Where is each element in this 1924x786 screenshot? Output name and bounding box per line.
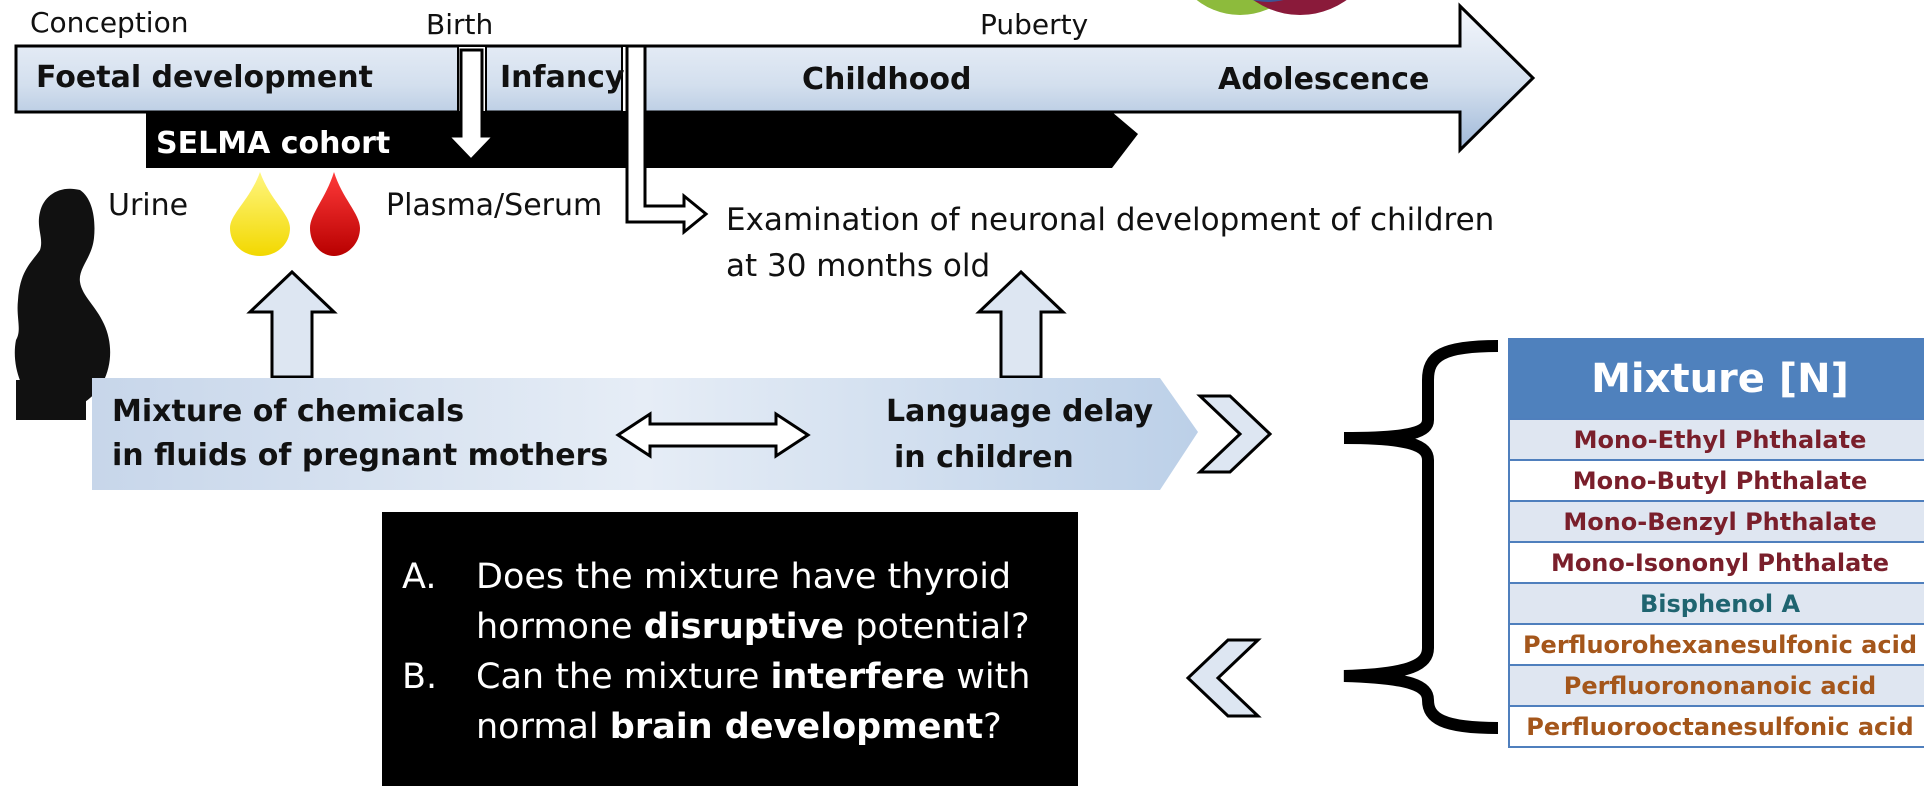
examination-line2: at 30 months old (726, 248, 991, 284)
mixture-line2: in fluids of pregnant mothers (112, 438, 609, 473)
pregnant-woman-silhouette (14, 188, 111, 420)
plasma-serum-label: Plasma/Serum (386, 188, 603, 223)
birth-down-arrow (444, 48, 498, 163)
urine-drop-icon (230, 172, 290, 256)
examination-line1: Examination of neuronal development of c… (726, 202, 1495, 238)
question-a-line2: hormone disruptive potential? (476, 607, 1030, 647)
mixture-item: Perfluorohexanesulfonic acid (1510, 623, 1924, 664)
double-headed-arrow (615, 411, 811, 459)
questions-box: A. Does the mixture have thyroid hormone… (382, 512, 1078, 786)
question-b-line1: Can the mixture interfere with (476, 657, 1031, 697)
mixture-line1: Mixture of chemicals (112, 394, 465, 429)
conception-label: Conception (30, 6, 189, 39)
mixture-item: Perfluorononanoic acid (1510, 664, 1924, 705)
delay-up-arrow (975, 269, 1067, 379)
mixture-item: Mono-Benzyl Phthalate (1510, 500, 1924, 541)
delay-line2: in children (894, 440, 1074, 475)
stage-foetal: Foetal development (36, 60, 373, 95)
question-a-marker: A. (402, 557, 437, 597)
chevron-left-icon (1185, 638, 1262, 718)
question-b-line2: normal brain development? (476, 707, 1002, 747)
mixture-up-arrow (246, 269, 338, 379)
blood-drop-icon (310, 172, 360, 256)
chevron-right-icon (1196, 394, 1273, 474)
logo-circles (1196, 0, 1347, 15)
mixture-table: Mixture [N] Mono-Ethyl Phthalate Mono-Bu… (1508, 338, 1924, 748)
puberty-label: Puberty (980, 8, 1089, 41)
mixture-item: Bisphenol A (1510, 582, 1924, 623)
mixture-item: Perfluorooctanesulfonic acid (1510, 705, 1924, 746)
stage-adolescence: Adolescence (1218, 62, 1430, 97)
question-b-marker: B. (402, 657, 438, 697)
question-a-line1: Does the mixture have thyroid (476, 557, 1012, 597)
curly-brace (1343, 340, 1499, 734)
selma-cohort-label: SELMA cohort (156, 126, 391, 161)
mixture-item: Mono-Ethyl Phthalate (1510, 418, 1924, 459)
delay-line1: Language delay (886, 394, 1154, 429)
mixture-item: Mono-Isononyl Phthalate (1510, 541, 1924, 582)
examination-arrow (625, 44, 709, 236)
mixture-table-title: Mixture [N] (1510, 340, 1924, 418)
stage-infancy: Infancy (500, 60, 625, 95)
mixture-item: Mono-Butyl Phthalate (1510, 459, 1924, 500)
stage-childhood: Childhood (802, 62, 972, 97)
urine-label: Urine (108, 188, 189, 223)
birth-label: Birth (426, 8, 494, 41)
